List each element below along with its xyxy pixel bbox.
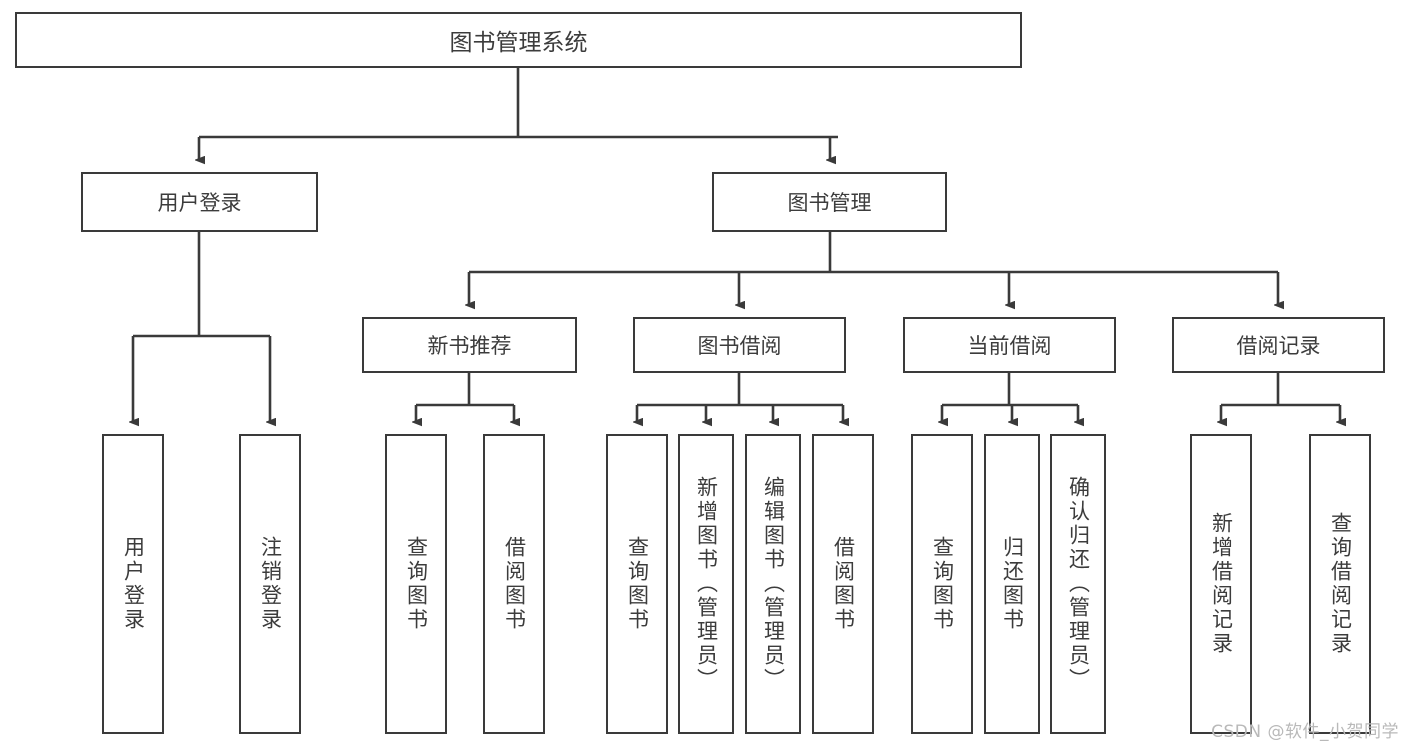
node-leaf-query-borrow-record-label: 查询借阅记录: [1328, 512, 1353, 656]
node-leaf-add-book-admin-label: 新增图书（管理员）: [694, 476, 719, 692]
node-root[interactable]: 图书管理系统: [15, 12, 1022, 68]
node-leaf-borrow-books-bb[interactable]: 借阅图书: [812, 434, 874, 734]
node-leaf-borrow-books-rec[interactable]: 借阅图书: [483, 434, 545, 734]
node-leaf-edit-book-admin[interactable]: 编辑图书（管理员）: [745, 434, 801, 734]
node-leaf-query-borrow-record[interactable]: 查询借阅记录: [1309, 434, 1371, 734]
node-leaf-user-login[interactable]: 用户登录: [102, 434, 164, 734]
node-book-borrow-label: 图书借阅: [697, 334, 782, 358]
node-current-borrow[interactable]: 当前借阅: [903, 317, 1116, 373]
node-book-borrow[interactable]: 图书借阅: [633, 317, 846, 373]
node-root-label: 图书管理系统: [449, 30, 588, 56]
node-user-login[interactable]: 用户登录: [81, 172, 318, 232]
node-leaf-user-logout-label: 注销登录: [258, 536, 283, 632]
node-leaf-query-books-bb-label: 查询图书: [625, 536, 650, 632]
node-borrow-record[interactable]: 借阅记录: [1172, 317, 1385, 373]
node-leaf-add-borrow-record[interactable]: 新增借阅记录: [1190, 434, 1252, 734]
node-leaf-add-borrow-record-label: 新增借阅记录: [1209, 512, 1234, 656]
node-leaf-borrow-books-rec-label: 借阅图书: [502, 536, 527, 632]
node-leaf-edit-book-admin-label: 编辑图书（管理员）: [761, 476, 786, 692]
node-leaf-return-books-label: 归还图书: [1000, 536, 1025, 632]
node-leaf-return-books[interactable]: 归还图书: [984, 434, 1040, 734]
node-user-login-label: 用户登录: [157, 191, 242, 215]
node-new-book-recommend-label: 新书推荐: [427, 334, 512, 358]
node-book-manage-label: 图书管理: [787, 191, 872, 215]
node-leaf-borrow-books-bb-label: 借阅图书: [831, 536, 856, 632]
node-leaf-query-books-bb[interactable]: 查询图书: [606, 434, 668, 734]
node-leaf-query-books-rec[interactable]: 查询图书: [385, 434, 447, 734]
node-leaf-query-books-rec-label: 查询图书: [404, 536, 429, 632]
node-new-book-recommend[interactable]: 新书推荐: [362, 317, 577, 373]
node-leaf-query-books-cb[interactable]: 查询图书: [911, 434, 973, 734]
watermark: CSDN @软件_小贺同学: [1211, 722, 1399, 742]
node-book-manage[interactable]: 图书管理: [712, 172, 947, 232]
node-current-borrow-label: 当前借阅: [967, 334, 1052, 358]
node-leaf-user-logout[interactable]: 注销登录: [239, 434, 301, 734]
node-leaf-add-book-admin[interactable]: 新增图书（管理员）: [678, 434, 734, 734]
node-leaf-confirm-return-admin[interactable]: 确认归还（管理员）: [1050, 434, 1106, 734]
node-leaf-query-books-cb-label: 查询图书: [930, 536, 955, 632]
node-leaf-confirm-return-admin-label: 确认归还（管理员）: [1066, 476, 1091, 692]
node-borrow-record-label: 借阅记录: [1236, 334, 1321, 358]
node-leaf-user-login-label: 用户登录: [121, 536, 146, 632]
